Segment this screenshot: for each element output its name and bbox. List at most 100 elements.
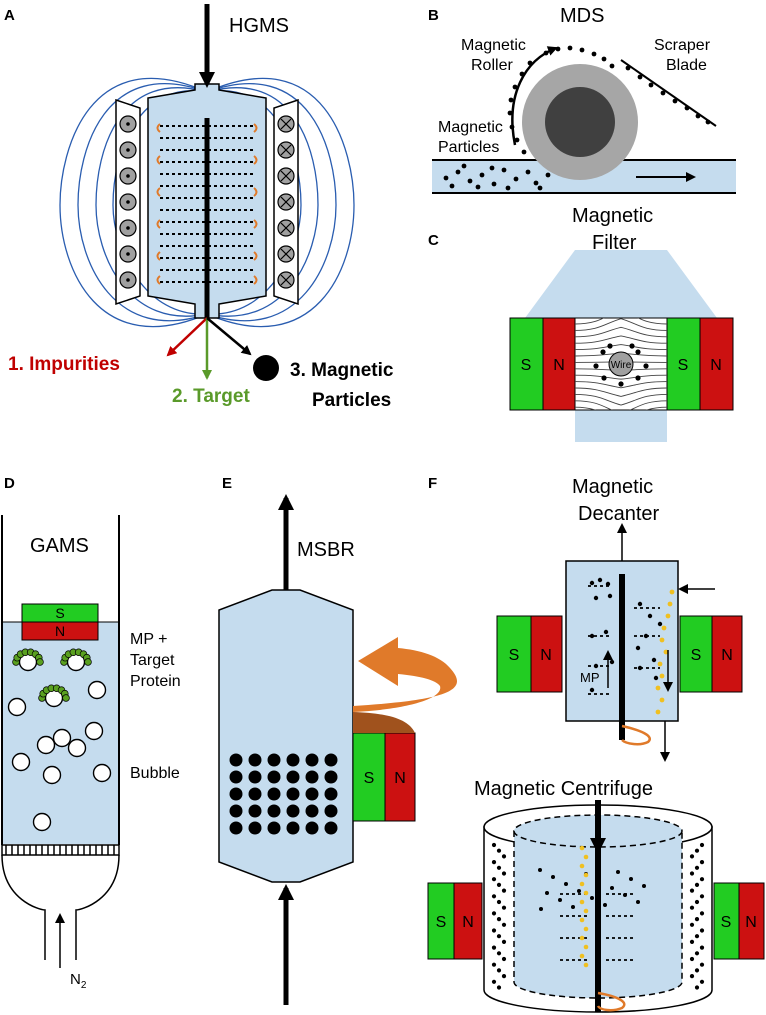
wall-dot — [699, 911, 705, 916]
filter-right-north — [699, 317, 734, 411]
target-dot — [663, 649, 669, 655]
target-dot — [579, 899, 585, 905]
wall-dot — [491, 842, 497, 848]
filter-right-south — [666, 317, 701, 411]
target-dot — [659, 637, 665, 643]
particle-dot — [514, 137, 520, 143]
particle-dot — [513, 176, 519, 182]
decanter-right-south — [679, 615, 713, 693]
target-label: 2. Target — [172, 386, 250, 407]
centrifuge-title: Magnetic Centrifuge — [474, 778, 653, 800]
captured-dot — [643, 363, 649, 369]
target-dot — [579, 935, 585, 941]
bed-particle — [305, 770, 319, 784]
bubble — [42, 765, 62, 785]
gams-n-label: N — [55, 623, 65, 639]
bubble — [84, 721, 104, 741]
right-capture-mark — [253, 187, 258, 197]
left-capture-mark — [156, 187, 161, 197]
wall-dot — [699, 877, 705, 882]
target-dot — [583, 908, 589, 914]
field-line — [575, 393, 667, 406]
field-line — [575, 406, 667, 410]
coil-in-cross — [280, 196, 292, 208]
particle-dot — [705, 119, 711, 125]
wall-dot — [496, 882, 502, 888]
filter-left-s: S — [521, 357, 532, 374]
captured-dot — [600, 349, 606, 355]
wall-dot — [491, 911, 497, 916]
field-line — [575, 326, 667, 338]
cent-left-north — [453, 882, 483, 960]
decanter-left-north — [530, 615, 563, 693]
bed-particle — [267, 804, 281, 818]
inner-dot — [616, 870, 620, 874]
panel-b: B MDS Magnetic Roller Scraper Blade Magn… — [428, 5, 736, 194]
bed-particle — [286, 804, 300, 818]
decanter-dot — [609, 659, 615, 665]
bed-particle — [305, 804, 319, 818]
wall-dot — [689, 922, 695, 927]
panel-f-label: F — [428, 475, 437, 492]
bed-particle — [305, 753, 319, 767]
particle-dot — [467, 178, 473, 184]
target-dot — [583, 962, 589, 968]
inner-dot — [558, 898, 562, 902]
particle-dot — [660, 90, 666, 96]
impurities-arrow — [166, 317, 208, 357]
wall-dot — [496, 968, 502, 973]
wall-dot — [694, 917, 700, 922]
filter-title-1: Magnetic — [572, 205, 653, 227]
bed-particle — [286, 770, 300, 784]
particles-label-2: Particles — [438, 139, 499, 156]
particle-dot — [455, 169, 461, 175]
particle-dot — [525, 169, 531, 175]
centrifuge-particles — [491, 842, 705, 990]
wall-dot — [501, 922, 507, 927]
magnetic-particles-label-2: Particles — [312, 390, 391, 411]
wall-dot — [501, 974, 507, 979]
wall-dot — [689, 854, 695, 859]
target-dot — [583, 944, 589, 950]
wall-dot — [501, 939, 507, 945]
captured-dot — [635, 375, 641, 381]
panel-c: C Magnetic Filter Wire S N S N — [428, 205, 734, 442]
decanter-dot — [597, 577, 603, 583]
right-capture-mark — [253, 155, 258, 165]
bubble — [11, 752, 31, 772]
bed-particle — [248, 770, 262, 784]
field-line — [575, 335, 667, 344]
decanter-dot — [593, 595, 599, 601]
cent-right-n: N — [745, 914, 757, 931]
dec-right-s: S — [691, 647, 702, 664]
filter-field-lines — [575, 318, 667, 410]
inner-dot — [590, 896, 594, 900]
scraper-label-1: Scraper — [654, 37, 711, 54]
wall-dot — [699, 860, 705, 865]
target-dot — [579, 953, 585, 959]
wall-dot — [694, 951, 700, 956]
wall-dot — [501, 956, 507, 962]
captured-particles — [593, 343, 649, 387]
wall-dot — [694, 934, 700, 939]
inner-dot — [564, 882, 568, 886]
magnetic-particle-ball — [253, 355, 279, 381]
left-capture-mark — [156, 251, 161, 261]
inner-dot — [642, 884, 646, 888]
target-dot — [659, 697, 665, 703]
scraper-label-2: Blade — [666, 57, 707, 74]
bed-particle — [248, 821, 262, 835]
wall-dot — [689, 905, 695, 910]
particle-dot — [509, 124, 515, 130]
left-capture-mark — [156, 123, 161, 133]
wall-dot — [491, 928, 497, 933]
decanter-dot — [637, 601, 643, 607]
msbr-n-label: N — [394, 770, 406, 787]
coil-out-dot — [126, 122, 130, 126]
cent-left-n: N — [462, 914, 474, 931]
particle-dot — [648, 82, 654, 88]
protein-cluster — [84, 658, 92, 666]
panel-a: A HGMS 1. Impurities 2. Target — [4, 4, 394, 411]
mds-title: MDS — [560, 5, 604, 27]
